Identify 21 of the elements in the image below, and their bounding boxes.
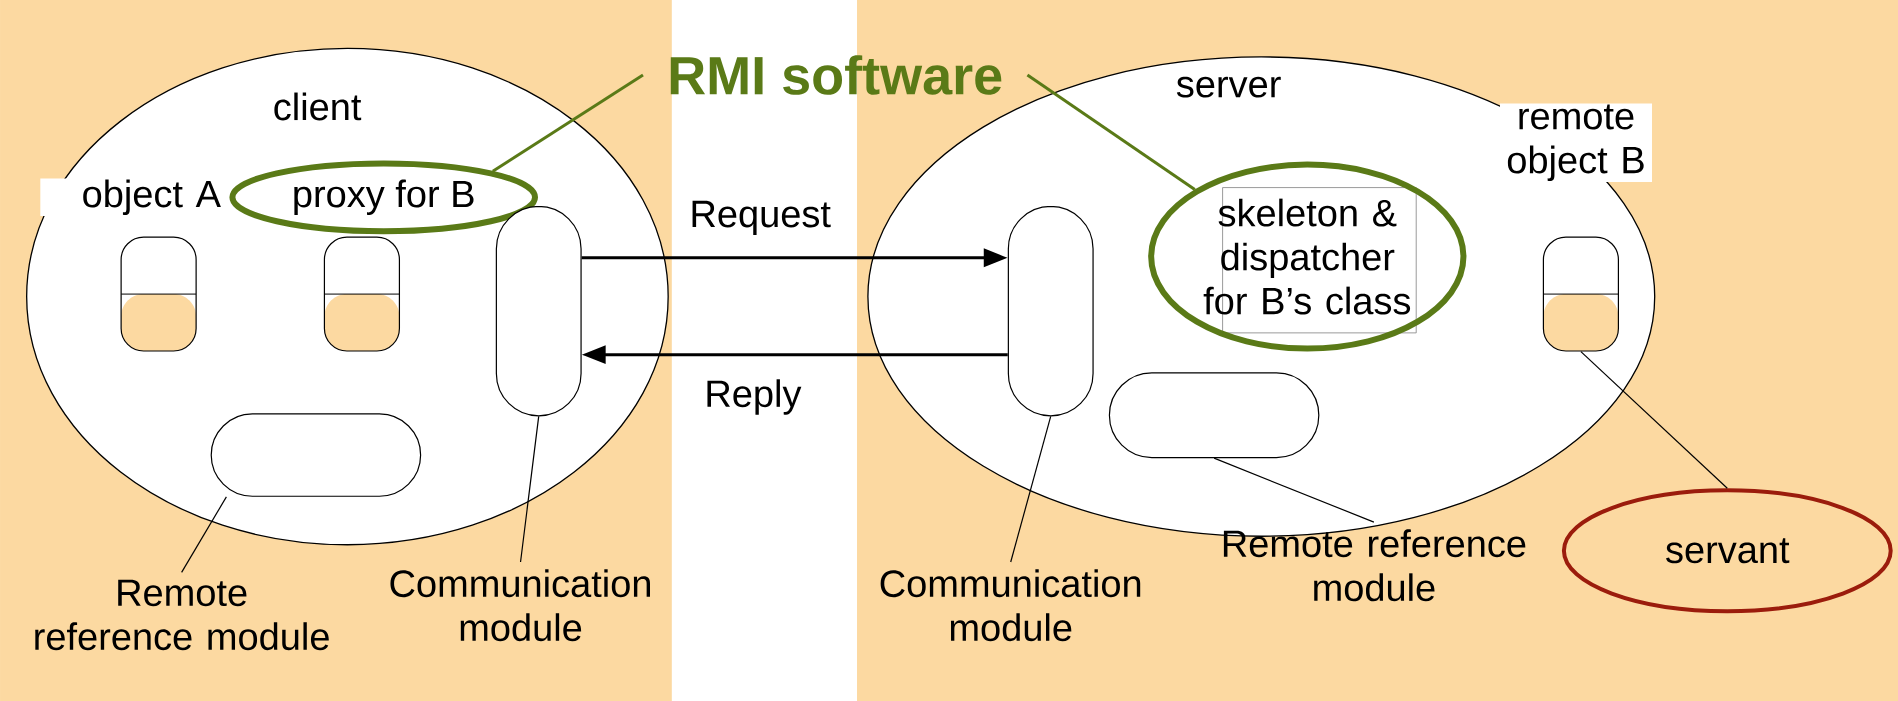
leader-line xyxy=(181,496,227,574)
leader-line xyxy=(1010,415,1052,563)
leader-line xyxy=(1026,73,1196,191)
module-box xyxy=(1108,372,1320,459)
object-box: object A xyxy=(40,178,263,352)
leader-line xyxy=(1213,457,1375,523)
leader-line xyxy=(519,415,540,563)
edge-label: Reply xyxy=(702,377,804,417)
node-label: remote object B xyxy=(1507,104,1644,182)
object-box xyxy=(323,236,401,352)
leader-line xyxy=(1580,351,1728,489)
module-box xyxy=(210,413,422,497)
object-box: remote object B xyxy=(1500,103,1652,352)
node-label: object A xyxy=(83,179,221,215)
edge-label: Request xyxy=(687,198,833,237)
module-label: Communication module xyxy=(880,569,1141,642)
leader-line xyxy=(492,73,644,173)
module-box xyxy=(495,205,582,417)
module-label: Communication module xyxy=(390,569,650,642)
module-label: Remote reference module xyxy=(35,579,329,651)
module-box xyxy=(1007,205,1094,417)
